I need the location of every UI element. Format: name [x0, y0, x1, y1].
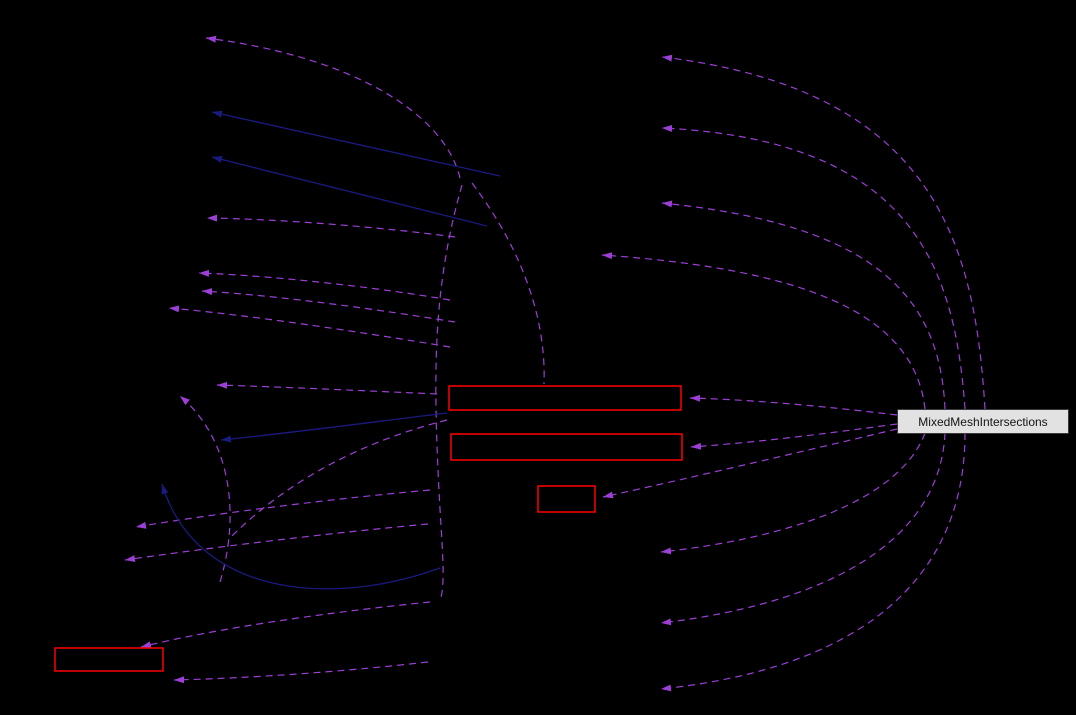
dependency-edge-dashed [689, 394, 898, 416]
dependency-edge-dashed [201, 288, 456, 323]
dependency-edge-dashed [602, 428, 898, 499]
dependency-edge-dashed [601, 252, 926, 410]
dependency-edge-solid [161, 483, 441, 590]
dependency-edge-dashed [206, 214, 456, 238]
dependency-edge-dashed [135, 489, 431, 529]
dependency-edge-dashed [660, 432, 926, 555]
highlighted-node[interactable] [450, 433, 683, 461]
dependency-edge-solid [211, 110, 501, 177]
dependency-edge-dashed [690, 423, 898, 450]
highlighted-node[interactable] [448, 385, 682, 411]
dependency-edge-dashed [661, 200, 946, 410]
dependency-edge-dashed [471, 182, 545, 385]
dependency-edge-dashed [173, 661, 429, 684]
dependency-edge-dashed [661, 124, 966, 410]
dependency-edge-solid [211, 156, 488, 227]
dependency-edge-dashed [660, 432, 946, 626]
node-label: MixedMeshIntersections [918, 414, 1048, 429]
dependency-edge-dashed [227, 419, 448, 541]
dependency-edge-solid [220, 412, 448, 443]
dependency-edge-dashed [437, 469, 444, 599]
dependency-edge-dashed [179, 395, 231, 583]
dependency-edge-dashed [205, 35, 461, 179]
highlighted-node[interactable] [54, 647, 164, 672]
dependency-edge-dashed [216, 381, 438, 395]
dependency-edge-dashed [124, 523, 429, 563]
dependency-edge-dashed [198, 269, 451, 301]
dependency-edge-dashed [660, 432, 966, 692]
node-mixedmeshintersections[interactable]: MixedMeshIntersections [897, 409, 1069, 434]
highlighted-node[interactable] [537, 485, 596, 513]
dependency-edge-dashed [661, 54, 986, 410]
dependency-edge-dashed [435, 184, 463, 471]
dependency-edge-dashed [168, 305, 451, 348]
dependency-edge-dashed [140, 601, 431, 649]
